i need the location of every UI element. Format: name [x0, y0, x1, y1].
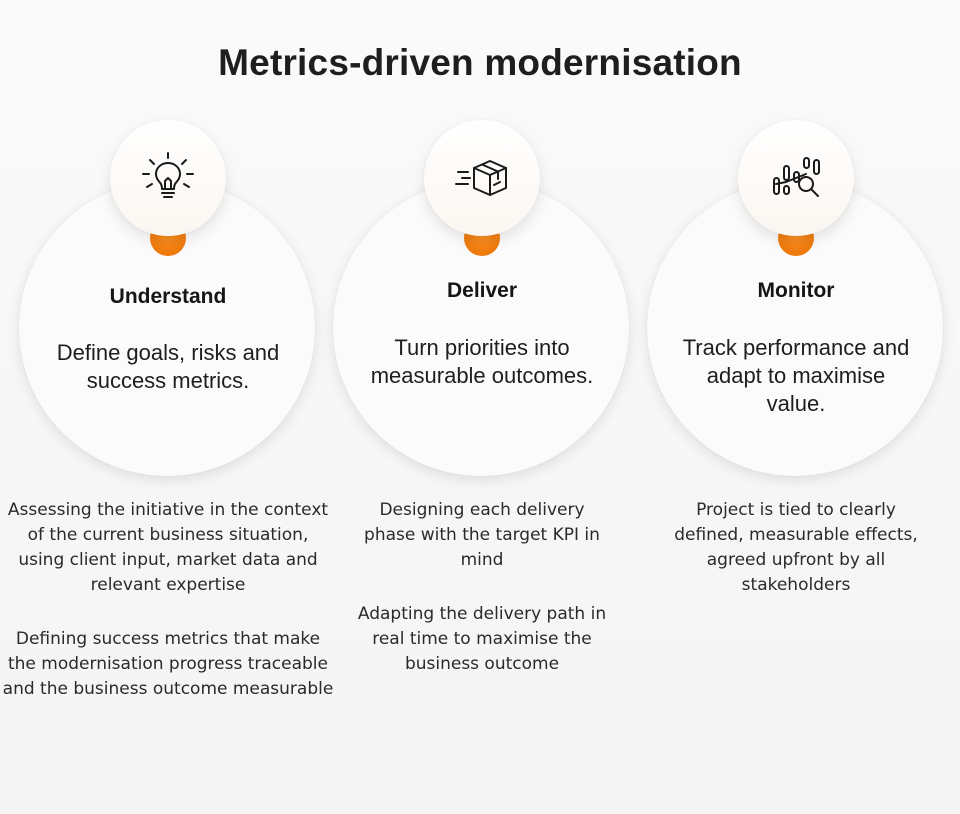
step-monitor: Monitor Track performance and adapt to m…	[646, 0, 946, 814]
step-deliver: Deliver Turn priorities into measurable …	[332, 0, 632, 814]
step-details: Designing each delivery phase with the t…	[316, 498, 648, 706]
step-details: Project is tied to clearly defined, meas…	[630, 498, 960, 627]
step-title: Deliver	[446, 279, 518, 302]
step-details: Assessing the initiative in the context …	[2, 498, 334, 731]
lightbulb-icon	[142, 152, 194, 198]
detail-item: Assessing the initiative in the context …	[7, 500, 329, 595]
page-title: Metrics-driven modernisation	[218, 42, 742, 83]
detail-item: Adapting the delivery path in real time …	[357, 604, 607, 674]
step-summary: Turn priorities into measurable outcomes…	[370, 335, 594, 388]
step-understand: Understand Define goals, risks and succe…	[3, 0, 333, 814]
detail-item: Defining success metrics that make the m…	[2, 629, 334, 699]
data-analysis-icon	[773, 157, 820, 197]
detail-item: Designing each delivery phase with the t…	[364, 500, 600, 570]
step-title: Monitor	[757, 279, 835, 302]
step-title: Understand	[109, 285, 227, 308]
detail-item: Project is tied to clearly defined, meas…	[674, 500, 918, 595]
icon-badge	[738, 120, 854, 236]
icon-badge	[424, 120, 540, 236]
delivery-box-icon	[455, 160, 507, 196]
icon-badge	[110, 120, 226, 236]
step-summary: Track performance and adapt to maximise …	[682, 335, 910, 416]
step-summary: Define goals, risks and success metrics.	[56, 340, 280, 393]
